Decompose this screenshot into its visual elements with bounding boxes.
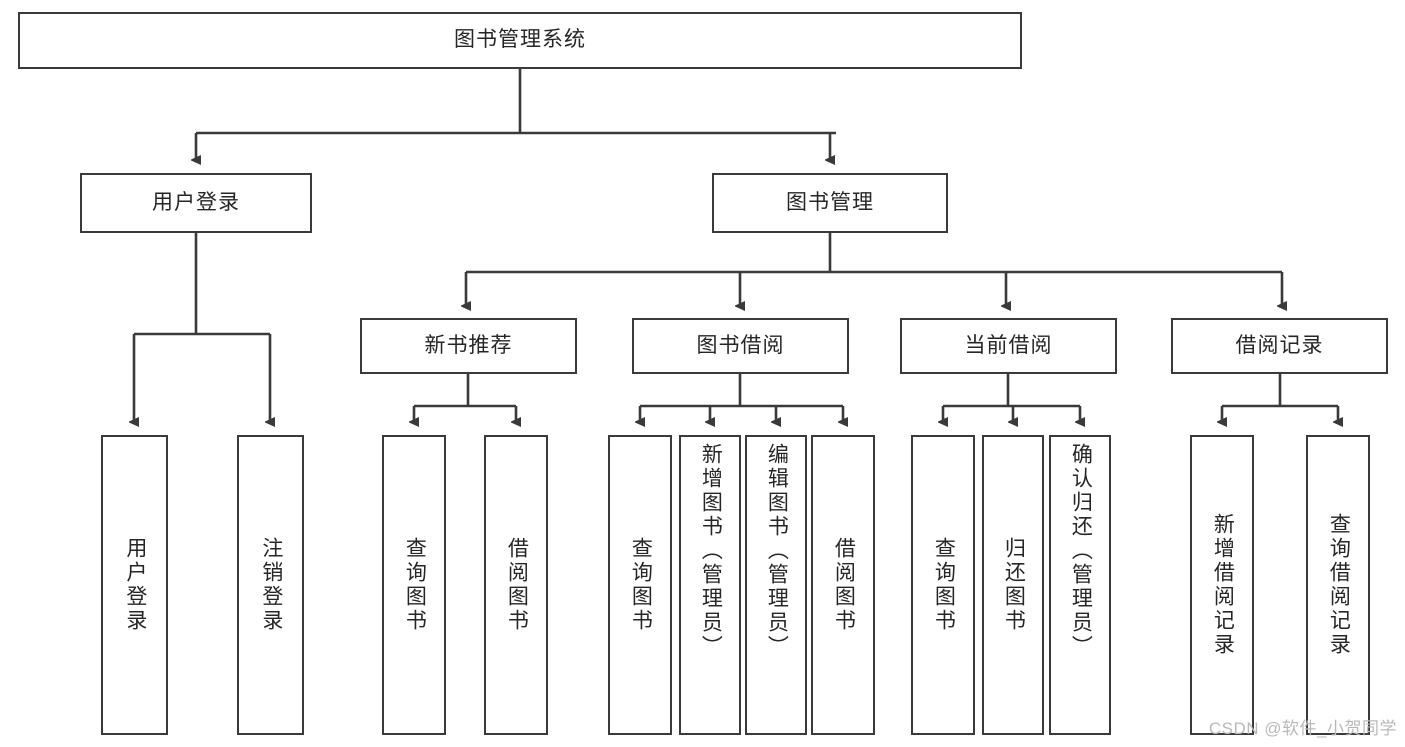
leaf-recommend-borrow-book[interactable]: 借阅图书 <box>484 435 548 735</box>
node-root[interactable]: 图书管理系统 <box>18 12 1022 69</box>
leaf-user-login-label: 用户登录 <box>123 537 147 633</box>
leaf-borrow-book-label: 借阅图书 <box>832 537 856 633</box>
leaf-add-book[interactable]: 新增图书（管理员） <box>679 435 741 735</box>
leaf-borrow-query-book[interactable]: 查询图书 <box>608 435 672 735</box>
node-user-login[interactable]: 用户登录 <box>80 173 312 233</box>
leaf-borrow-query-book-label: 查询图书 <box>629 537 653 633</box>
node-current-borrow[interactable]: 当前借阅 <box>900 318 1117 374</box>
node-book-manage[interactable]: 图书管理 <box>712 173 948 233</box>
leaf-recommend-query-book-label: 查询图书 <box>403 537 427 633</box>
leaf-borrow-book[interactable]: 借阅图书 <box>811 435 875 735</box>
leaf-return-book-label: 归还图书 <box>1002 537 1026 633</box>
leaf-return-book[interactable]: 归还图书 <box>982 435 1044 735</box>
leaf-edit-book-label: 编辑图书（管理员） <box>765 443 789 659</box>
leaf-add-borrow-record-label: 新增借阅记录 <box>1211 513 1235 657</box>
node-book-manage-label: 图书管理 <box>786 190 874 214</box>
leaf-add-book-label: 新增图书（管理员） <box>699 443 723 659</box>
leaf-logout[interactable]: 注销登录 <box>237 435 304 735</box>
leaf-query-borrow-record[interactable]: 查询借阅记录 <box>1306 435 1370 735</box>
node-book-borrow-label: 图书借阅 <box>696 333 785 357</box>
node-new-book-recommend-label: 新书推荐 <box>424 333 513 357</box>
node-root-label: 图书管理系统 <box>454 28 586 52</box>
leaf-edit-book[interactable]: 编辑图书（管理员） <box>745 435 807 735</box>
leaf-recommend-borrow-book-label: 借阅图书 <box>505 537 529 633</box>
leaf-confirm-return[interactable]: 确认归还（管理员） <box>1049 435 1111 735</box>
leaf-current-query-book[interactable]: 查询图书 <box>911 435 975 735</box>
leaf-add-borrow-record[interactable]: 新增借阅记录 <box>1190 435 1254 735</box>
node-borrow-record[interactable]: 借阅记录 <box>1171 318 1388 374</box>
leaf-query-borrow-record-label: 查询借阅记录 <box>1327 513 1351 657</box>
node-user-login-label: 用户登录 <box>152 190 240 214</box>
leaf-confirm-return-label: 确认归还（管理员） <box>1069 443 1093 659</box>
watermark: CSDN @软件_小贺同学 <box>1208 719 1397 738</box>
node-borrow-record-label: 借阅记录 <box>1235 333 1324 357</box>
leaf-user-login[interactable]: 用户登录 <box>101 435 168 735</box>
leaf-current-query-book-label: 查询图书 <box>932 537 956 633</box>
node-book-borrow[interactable]: 图书借阅 <box>632 318 849 374</box>
leaf-recommend-query-book[interactable]: 查询图书 <box>382 435 446 735</box>
node-current-borrow-label: 当前借阅 <box>964 333 1053 357</box>
leaf-logout-label: 注销登录 <box>259 537 283 633</box>
node-new-book-recommend[interactable]: 新书推荐 <box>360 318 577 374</box>
